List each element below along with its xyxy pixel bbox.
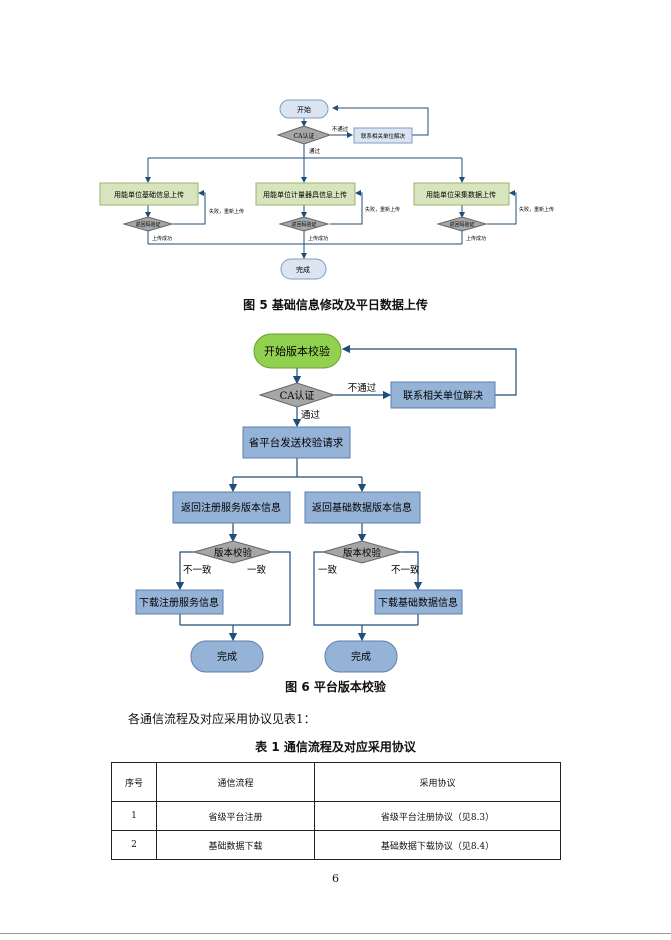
table-cell: 2 — [111, 830, 157, 860]
fig5-check2-diamond — [278, 216, 330, 232]
fig5-start-label: 开始 — [297, 105, 311, 114]
fig5-check3-label: 返回码验证 — [449, 221, 474, 228]
fig5-box-meter-info — [255, 182, 356, 206]
figure-5-caption: 图 5 基础信息修改及平日数据上传 — [243, 298, 428, 312]
fig6-check-right-label: 版本校验 — [343, 547, 382, 559]
figure-6-caption: 图 6 平台版本校验 — [285, 680, 386, 694]
table-cell: 省级平台注册 — [156, 801, 315, 831]
fig6-download-register-label: 下载注册服务信息 — [139, 596, 219, 609]
fig5-retry1-label: 失败，重新上传 — [209, 208, 244, 215]
fig5-contact-label: 联系相关单位解决 — [361, 132, 406, 140]
table-title: 表 1 通信流程及对应采用协议 — [255, 740, 416, 754]
fig6-contact-label: 联系相关单位解决 — [403, 389, 483, 402]
fig5-pass-label: 通过 — [309, 147, 321, 155]
fig5-check1-diamond — [122, 216, 174, 232]
fig5-retry3-label: 失败，重新上传 — [519, 206, 554, 213]
fig5-start-node — [279, 99, 329, 119]
fig6-download-basic-box — [374, 589, 463, 615]
col-header-index: 序号 — [111, 762, 157, 802]
fig6-left-diff-label: 不一致 — [183, 564, 212, 576]
protocol-table: 序号 通信流程 采用协议 1 省级平台注册 省级平台注册协议（见8.3） 2 基… — [111, 762, 561, 860]
table-cell: 基础数据下载 — [156, 830, 315, 860]
fig6-download-register-box — [135, 589, 224, 615]
table-cell: 省级平台注册协议（见8.3） — [314, 801, 561, 831]
fig6-left-same-label: 一致 — [247, 564, 267, 576]
fig6-download-basic-label: 下载基础数据信息 — [378, 596, 458, 609]
fig5-ok1-label: 上传成功 — [152, 235, 172, 242]
page-bottom-divider — [0, 933, 671, 934]
fig6-fail-label: 不通过 — [348, 382, 377, 394]
table-cell: 1 — [111, 801, 157, 831]
fig6-return-register-box — [172, 491, 291, 524]
fig5-box-basic-info — [99, 182, 199, 206]
table-row: 2 基础数据下载 基础数据下载协议（见8.4） — [111, 830, 561, 860]
fig6-done-right-label: 完成 — [351, 650, 371, 663]
fig5-check3-diamond — [436, 216, 488, 232]
fig6-return-basic-label: 返回基础数据版本信息 — [312, 501, 412, 514]
figure-6-flowchart: 开始版本校验 CA认证 不通过 通过 联系相关单位解决 省平台发送校验请求 返回… — [135, 333, 517, 673]
fig6-request-box — [242, 426, 351, 459]
fig6-contact-box — [390, 381, 496, 409]
fig5-ok3-label: 上传成功 — [466, 235, 486, 242]
col-header-flow: 通信流程 — [156, 762, 315, 802]
fig5-done-node — [280, 258, 327, 280]
fig6-return-register-label: 返回注册服务版本信息 — [181, 501, 281, 514]
fig6-ca-diamond — [258, 382, 336, 408]
fig5-done-label: 完成 — [296, 265, 310, 274]
fig5-ok2-label: 上传成功 — [308, 235, 328, 242]
fig5-retry2-label: 失败，重新上传 — [365, 206, 400, 213]
fig6-return-basic-box — [304, 491, 421, 524]
fig5-box2-label: 用能单位计量器具信息上传 — [263, 190, 347, 199]
table-header-row: 序号 通信流程 采用协议 — [111, 762, 561, 802]
fig6-request-label: 省平台发送校验请求 — [249, 436, 344, 449]
fig5-fail-label: 不通过 — [332, 125, 349, 133]
fig6-ca-label: CA认证 — [280, 389, 315, 402]
fig6-done-right-node — [324, 640, 398, 673]
fig5-box-collect-data — [413, 182, 510, 206]
fig5-check2-label: 返回码验证 — [291, 221, 316, 228]
fig6-check-left-diamond — [192, 540, 274, 564]
fig5-box1-label: 用能单位基础信息上传 — [114, 190, 184, 199]
fig5-check1-label: 返回码验证 — [135, 221, 160, 228]
fig6-right-same-label: 一致 — [318, 564, 338, 576]
table-cell: 基础数据下载协议（见8.4） — [314, 830, 561, 860]
page-number: 6 — [332, 872, 339, 885]
fig6-done-left-node — [190, 640, 264, 673]
intro-paragraph: 各通信流程及对应采用协议见表1： — [128, 712, 316, 726]
fig5-ca-diamond — [276, 125, 332, 145]
fig5-ca-label: CA认证 — [294, 132, 315, 140]
fig5-box3-label: 用能单位采集数据上传 — [426, 190, 496, 199]
fig5-contact-box — [353, 127, 413, 144]
fig6-pass-label: 通过 — [301, 409, 321, 421]
fig6-start-node — [253, 333, 342, 369]
fig6-start-label: 开始版本校验 — [264, 344, 330, 358]
table-row: 1 省级平台注册 省级平台注册协议（见8.3） — [111, 801, 561, 831]
figure-5-flowchart: 开始 CA认证 不通过 通过 联系相关单位解决 用能单位基础信息上传 用能单位计… — [99, 99, 554, 280]
fig6-check-left-label: 版本校验 — [214, 547, 253, 559]
fig6-right-diff-label: 不一致 — [391, 564, 420, 576]
fig6-done-left-label: 完成 — [217, 650, 237, 663]
fig6-check-right-diamond — [321, 540, 403, 564]
col-header-protocol: 采用协议 — [314, 762, 561, 802]
